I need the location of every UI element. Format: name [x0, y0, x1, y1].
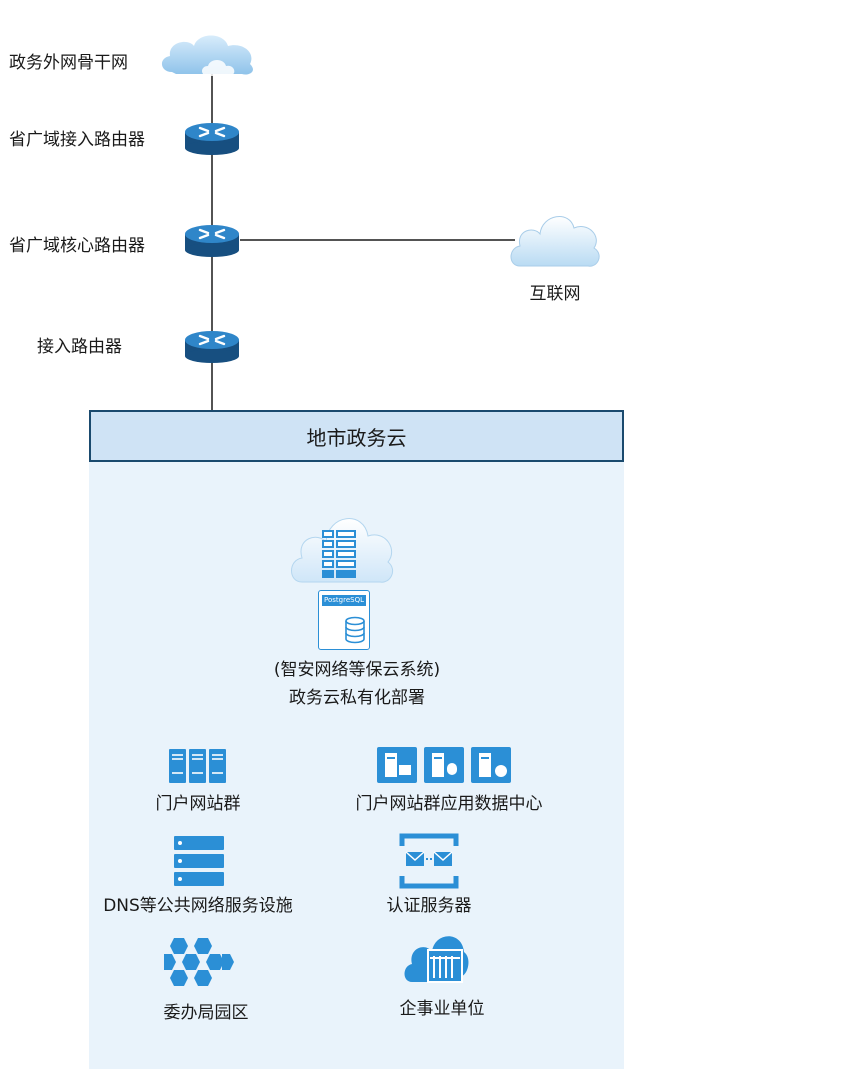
portal-datacenter-icon — [377, 747, 511, 783]
postgresql-badge: PostgreSQL — [322, 595, 366, 606]
prov-access-router-icon — [185, 123, 239, 155]
internet-cloud-icon — [510, 216, 600, 267]
internet-label: 互联网 — [529, 284, 581, 304]
cloud-title-text: 地市政务云 — [306, 425, 407, 450]
portal-datacenter-label: 门户网站群应用数据中心 — [355, 794, 543, 814]
access-router-icon — [185, 331, 239, 363]
bureau-park-icon — [164, 938, 234, 986]
access-router-label: 接入路由器 — [37, 337, 122, 357]
enterprise-building-icon — [404, 936, 469, 983]
cloud-database-icon — [291, 518, 393, 583]
enterprise-label: 企事业单位 — [399, 999, 485, 1019]
prov-core-router-icon — [185, 225, 239, 257]
bureau-park-label: 委办局园区 — [163, 1003, 249, 1023]
system-caption: (智安网络等保云系统) 政务云私有化部署 — [274, 656, 440, 712]
portal-cluster-icon — [169, 749, 226, 783]
prov-access-router-label: 省广域接入路由器 — [9, 130, 145, 150]
cloud-region-title: 地市政务云 — [89, 410, 624, 462]
auth-server-icon — [399, 833, 459, 889]
system-caption-line2: 政务云私有化部署 — [288, 688, 425, 708]
auth-server-label: 认证服务器 — [386, 896, 472, 916]
system-caption-line1: (智安网络等保云系统) — [273, 660, 441, 680]
db-cylinder-icon — [345, 616, 365, 644]
dns-label: DNS等公共网络服务设施 — [103, 896, 293, 916]
backbone-label: 政务外网骨干网 — [9, 53, 128, 73]
postgresql-document-icon: PostgreSQL — [318, 590, 370, 650]
prov-core-router-label: 省广域核心路由器 — [9, 236, 145, 256]
portal-cluster-label: 门户网站群 — [155, 794, 241, 814]
backbone-cloud-icon — [161, 35, 253, 76]
dns-server-icon — [174, 836, 224, 886]
